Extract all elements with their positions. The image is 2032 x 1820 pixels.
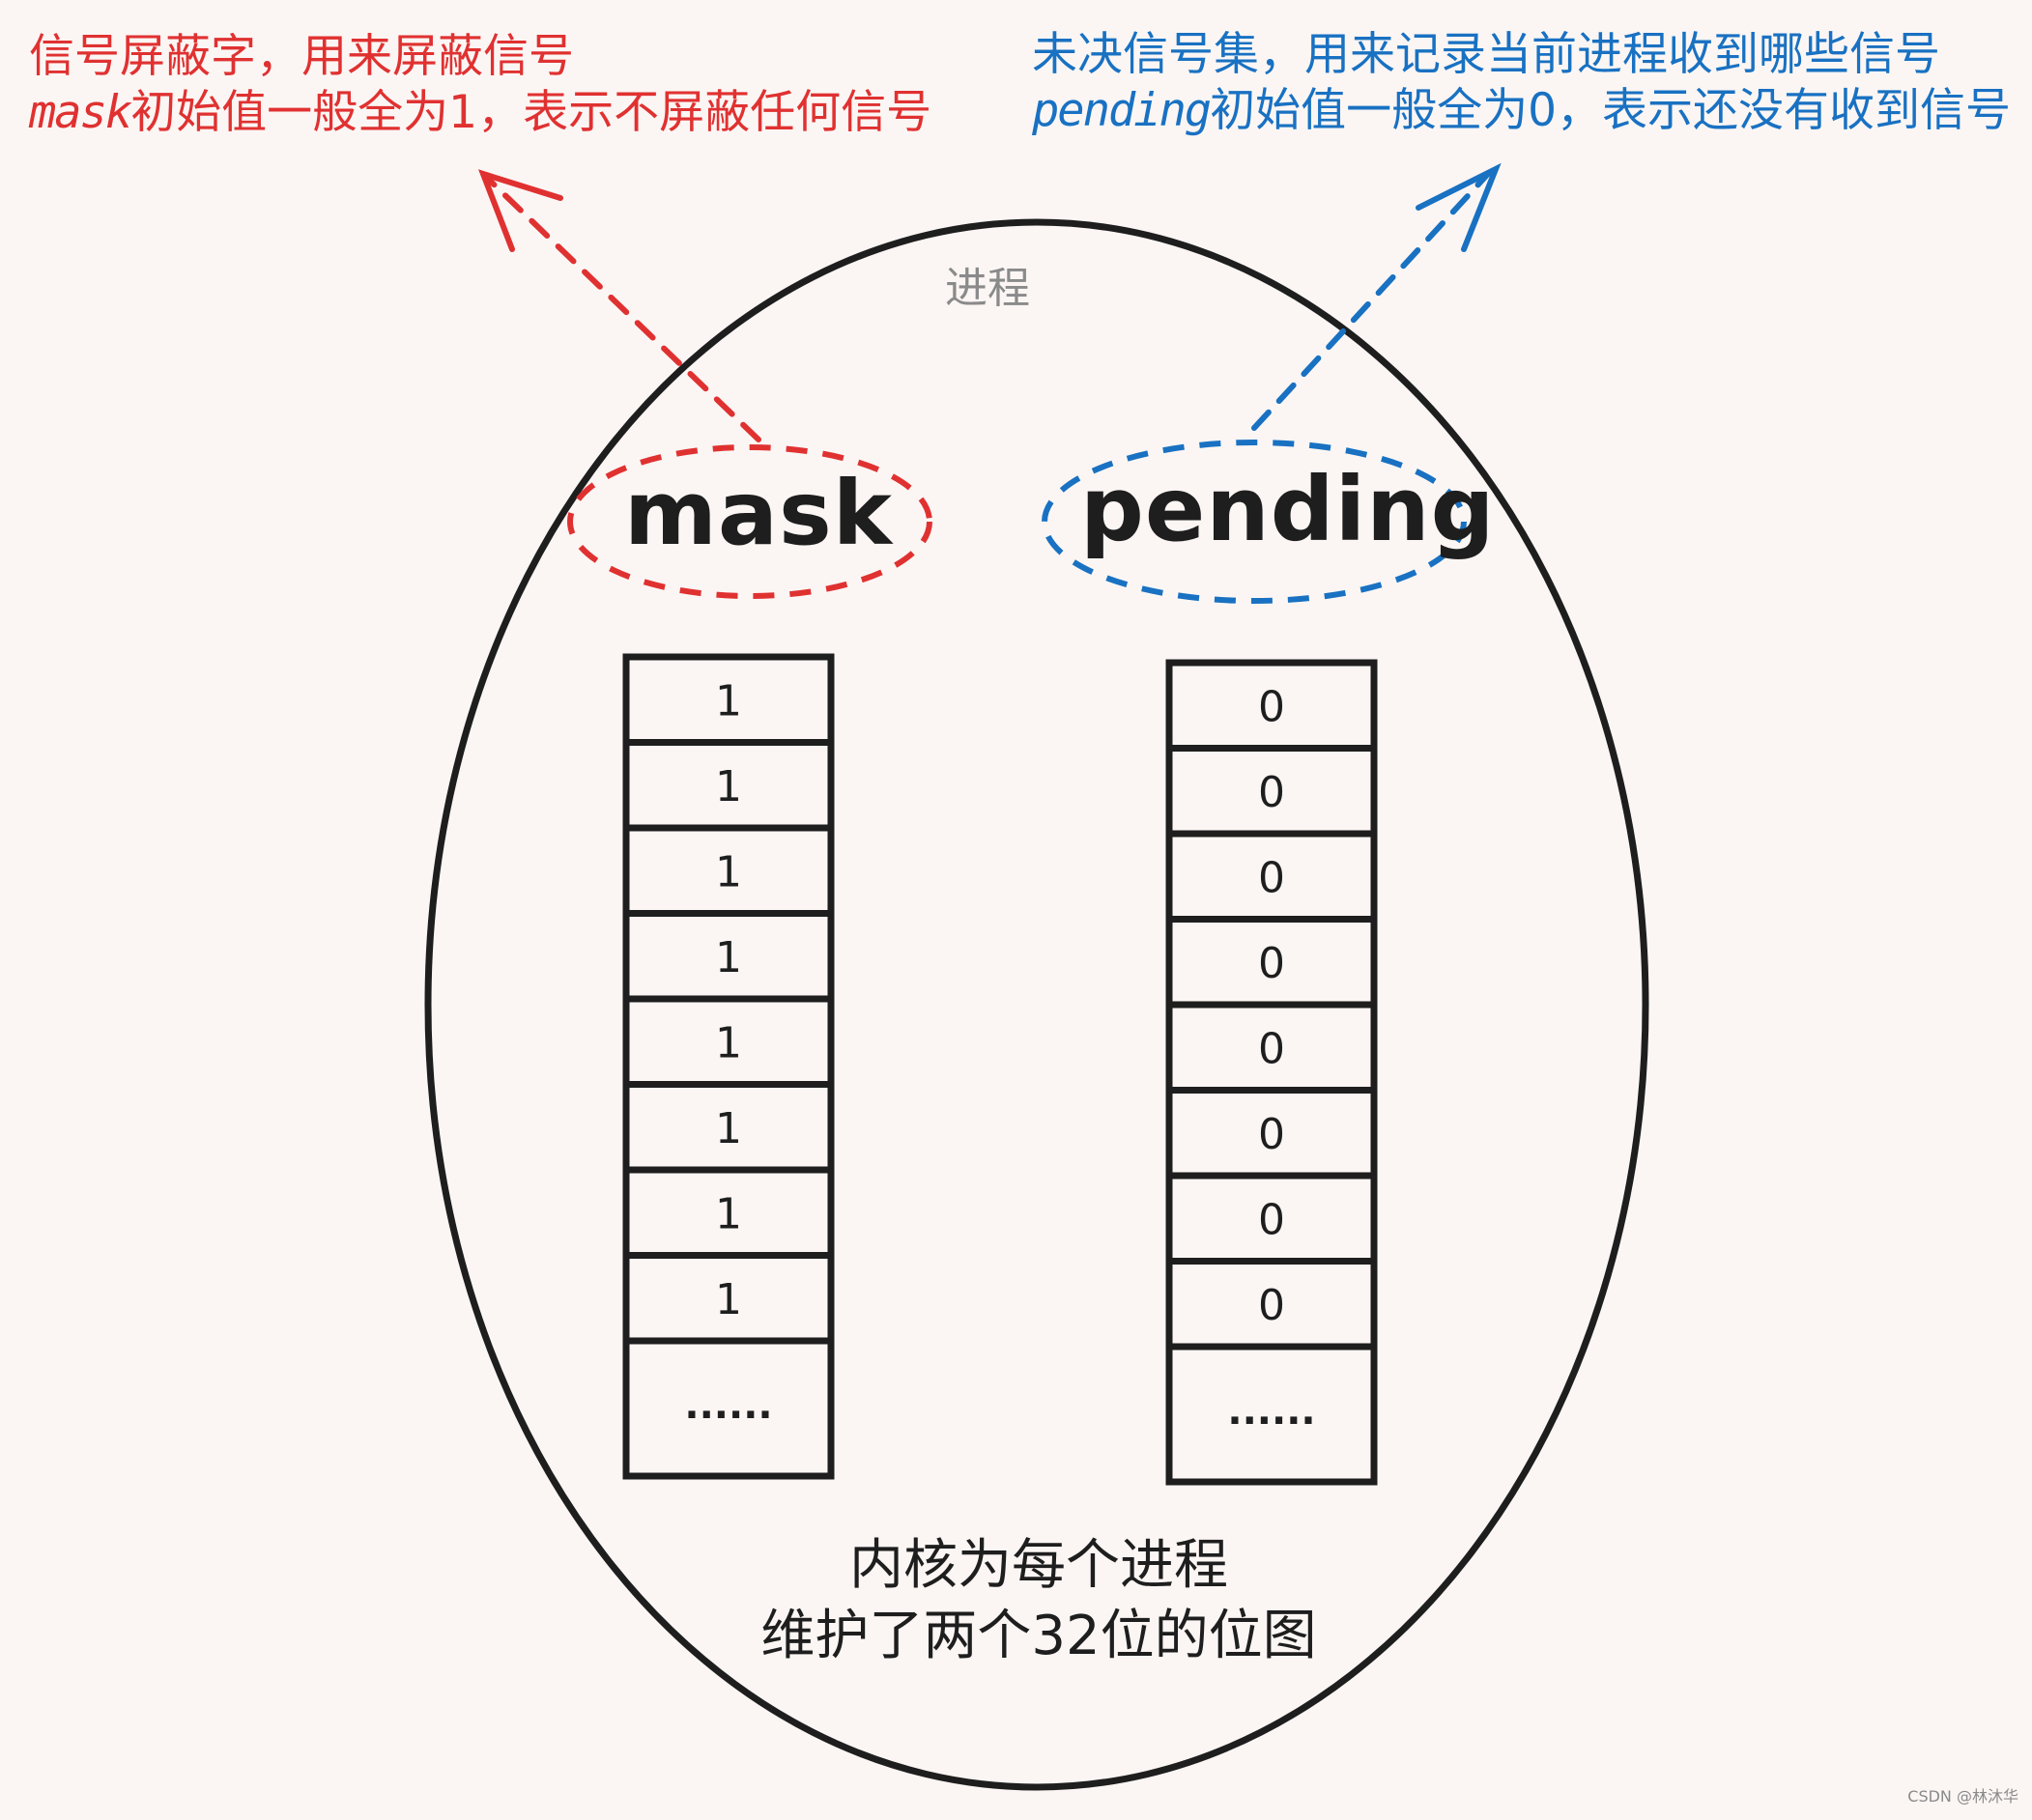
mask-arrow <box>477 169 761 442</box>
pending-annotation-rest: 初始值一般全为0，表示还没有收到信号 <box>1210 84 2011 137</box>
mask-cell <box>622 1337 835 1480</box>
mask-dashed-oval <box>567 444 932 599</box>
pending-dashed-oval <box>1042 440 1467 604</box>
pending-cell-value: ...... <box>1227 1389 1315 1434</box>
pending-arrow <box>1251 162 1502 431</box>
mask-cell-value: 1 <box>715 1189 742 1238</box>
pending-cell-value: 0 <box>1258 1195 1285 1244</box>
mask-cell-value: 1 <box>715 847 742 896</box>
process-oval <box>424 218 1649 1791</box>
mask-annotation-rest: 初始值一般全为1，表示不屏蔽任何信号 <box>130 86 932 139</box>
mask-cell-value: 1 <box>715 676 742 725</box>
pending-bitmap: 0 0 0 0 0 0 0 0...... <box>1165 659 1378 1486</box>
mask-label: mask <box>624 462 893 565</box>
caption-line1: 内核为每个进程 <box>849 1534 1228 1597</box>
caption-line2: 维护了两个32位的位图 <box>760 1605 1317 1667</box>
mask-cell-value: 1 <box>715 1018 742 1067</box>
mask-annotation: 信号屏蔽字，用来屏蔽信号 mask初始值一般全为1，表示不屏蔽任何信号 <box>29 29 931 141</box>
pending-annotation-keyword: pending <box>1032 84 1212 137</box>
mask-cell-value: ...... <box>684 1383 772 1428</box>
pending-label: pending <box>1080 458 1496 561</box>
pending-cell-value: 0 <box>1258 1281 1285 1330</box>
mask-cell-value: 1 <box>715 762 742 811</box>
pending-cell-value: 0 <box>1258 682 1285 731</box>
pending-cell <box>1165 1343 1378 1486</box>
mask-annotation-keyword: mask <box>29 86 132 139</box>
pending-cell-value: 0 <box>1258 853 1285 902</box>
pending-cell-value: 0 <box>1258 768 1285 817</box>
pending-annotation: 未决信号集，用来记录当前进程收到哪些信号 pending初始值一般全为0，表示还… <box>1032 27 2011 139</box>
mask-cell-value: 1 <box>715 933 742 982</box>
pending-cell-value: 0 <box>1258 1110 1285 1159</box>
pending-annotation-line1: 未决信号集，用来记录当前进程收到哪些信号 <box>1032 28 1940 81</box>
mask-cell-value: 1 <box>715 1275 742 1324</box>
process-label: 进程 <box>945 264 1030 313</box>
mask-bitmap: 1 1 1 1 1 1 1 1...... <box>622 653 835 1480</box>
pending-cell-value: 0 <box>1258 939 1285 988</box>
mask-cell-value: 1 <box>715 1104 742 1153</box>
pending-annotation-line2: pending初始值一般全为0，表示还没有收到信号 <box>1032 83 2011 139</box>
mask-annotation-line1: 信号屏蔽字，用来屏蔽信号 <box>29 30 574 83</box>
watermark: CSDN @林沐华 <box>1907 1787 2018 1806</box>
pending-cell-value: 0 <box>1258 1024 1285 1073</box>
mask-annotation-line2: mask初始值一般全为1，表示不屏蔽任何信号 <box>29 85 931 141</box>
